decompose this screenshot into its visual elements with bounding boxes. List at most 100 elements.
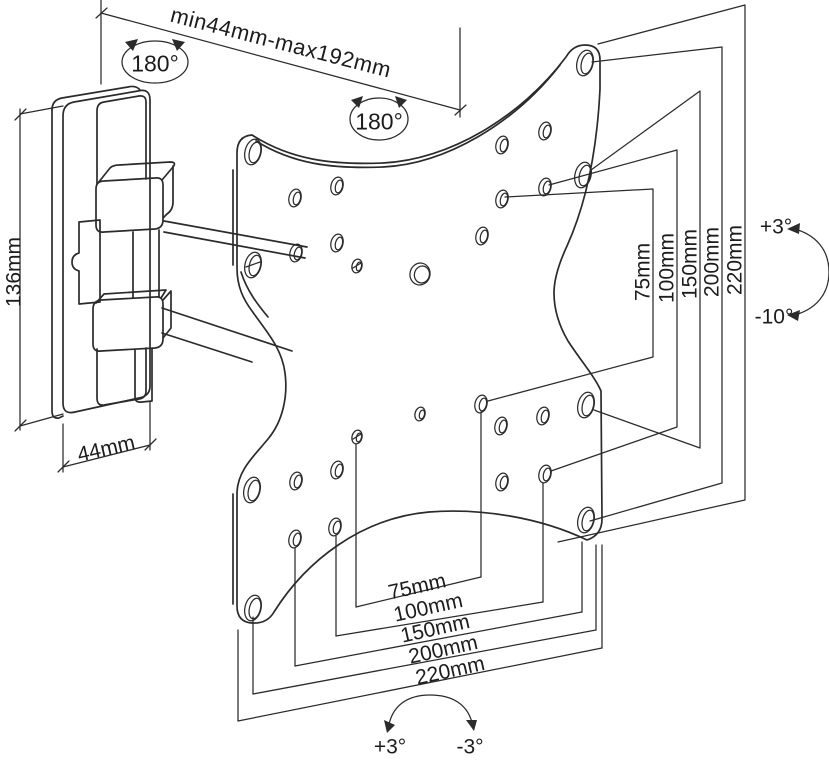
dimension-lines xyxy=(14,0,746,722)
vesa-hole xyxy=(248,254,262,277)
hinge-top-knuckle-side-face xyxy=(162,165,174,219)
vesa-v100-label: 100mm xyxy=(655,233,678,303)
height-ext-bottom xyxy=(19,413,64,427)
arm-top-inner-edge xyxy=(163,231,306,259)
vesa-hole xyxy=(292,532,302,547)
width-tick-left xyxy=(57,460,70,473)
vesa-plate-top-depth-edge xyxy=(255,64,561,169)
hinge-bottom-knuckle-top-face xyxy=(95,289,167,304)
vesa-v200-label: 200mm xyxy=(700,227,723,297)
vesa-hole xyxy=(542,180,552,195)
level-arc-arrow-left xyxy=(384,720,395,733)
arm-bottom-edge xyxy=(161,307,293,352)
height-tick-bottom xyxy=(14,419,27,432)
vesa-hole xyxy=(499,475,509,490)
hinge-lower-tab xyxy=(134,348,153,403)
hinge-top-knuckle-top-face xyxy=(97,161,176,184)
vesa-plate xyxy=(232,44,603,624)
vesa-hole xyxy=(293,246,303,261)
vesa-hole xyxy=(479,229,489,244)
tilt-down-label: -10° xyxy=(755,305,794,328)
vesa-hole xyxy=(413,265,431,284)
rotation-annotations xyxy=(121,39,829,733)
vesa-plate-outline xyxy=(236,44,603,624)
height-dim-label: 136mm xyxy=(2,237,25,307)
vesa-v75-line xyxy=(487,188,654,402)
vesa-hole xyxy=(542,467,552,482)
vesa-hole xyxy=(581,509,595,532)
vesa-hole xyxy=(499,192,509,207)
hinge-assembly xyxy=(71,161,176,403)
vesa-hole xyxy=(542,124,552,139)
tilt-arc-arrow-top xyxy=(787,223,800,234)
vesa-hole xyxy=(293,474,303,489)
vesa-hole xyxy=(578,164,592,187)
wall-plate-cover-bottom xyxy=(96,347,147,406)
width-dim-line xyxy=(62,444,151,468)
wall-swivel-label: 180° xyxy=(131,51,179,77)
tilt-up-label: +3° xyxy=(760,215,792,238)
wall-plate-side-left-edge xyxy=(51,109,64,419)
arm-top-edge xyxy=(163,220,308,248)
plate-swivel-arrow-left xyxy=(351,96,363,108)
tilt-arc xyxy=(790,227,829,317)
vesa-hole xyxy=(418,409,426,420)
vesa-h100-line xyxy=(335,601,544,637)
vesa-plate-notch-depth xyxy=(240,271,269,318)
vesa-hole xyxy=(334,463,344,478)
vesa-hole xyxy=(580,52,594,75)
wall-swivel-arrow-right xyxy=(172,39,185,51)
plate-swivel-ellipse xyxy=(349,97,409,141)
screw-slot xyxy=(245,261,261,268)
width-tick-right xyxy=(144,438,157,451)
extension-range-label: min44mm-max192mm xyxy=(168,2,394,83)
extension-range-dim-line xyxy=(100,12,461,111)
vesa-h75-line xyxy=(355,576,482,608)
vesa-hole xyxy=(334,236,344,251)
vesa-hole xyxy=(248,597,262,620)
extension-range-tick-right xyxy=(454,104,467,116)
vesa-v150-line xyxy=(590,90,701,449)
vesa-hole xyxy=(478,397,488,412)
wall-plate-front-face xyxy=(62,89,151,414)
wall-swivel-ellipse xyxy=(121,40,189,84)
vesa-hole xyxy=(498,419,508,434)
vesa-v200-line xyxy=(589,46,723,522)
vesa-hole xyxy=(248,141,262,164)
arm-bottom-inner-edge xyxy=(161,332,253,363)
vesa-v100-line xyxy=(548,149,678,472)
width-dim-label: 44mm xyxy=(75,431,137,467)
plate-swivel-arrow-right xyxy=(395,96,407,108)
level-left-label: +3° xyxy=(374,735,406,758)
vesa-hole xyxy=(247,479,261,502)
vesa-hole xyxy=(292,191,302,206)
tilt-arc-arrow-bottom xyxy=(787,310,800,321)
screw-slot xyxy=(352,262,362,269)
plate-swivel-label: 180° xyxy=(355,109,403,135)
extension-range-tick-left xyxy=(95,7,108,19)
vesa-h200-line xyxy=(252,629,597,695)
vesa-hole xyxy=(332,520,342,535)
screw-slot xyxy=(352,433,362,440)
hinge-top-knuckle-front xyxy=(95,177,164,233)
height-ext-top xyxy=(19,105,64,115)
vesa-h220-line xyxy=(237,647,603,722)
vesa-v220-label: 220mm xyxy=(723,225,746,295)
vesa-holes xyxy=(242,49,596,622)
vesa-hole xyxy=(540,409,550,424)
vesa-hole xyxy=(581,394,595,417)
wall-plate-cover-top xyxy=(96,95,147,185)
wall-plate-side-top-edge xyxy=(51,85,141,111)
extension-arm xyxy=(161,220,308,363)
diagram-labels: min44mm-max192mm 180° 180° 136mm 44mm 75… xyxy=(2,2,793,758)
level-right-label: -3° xyxy=(456,735,483,758)
vesa-v75-label: 75mm xyxy=(631,243,654,301)
vesa-hole xyxy=(334,179,344,194)
hinge-bottom-knuckle-side-face xyxy=(162,290,172,339)
level-arc xyxy=(387,694,474,731)
wall-swivel-arrow-left xyxy=(125,39,138,51)
vesa-hole xyxy=(499,138,509,153)
hinge-bottom-knuckle-front xyxy=(92,296,164,352)
